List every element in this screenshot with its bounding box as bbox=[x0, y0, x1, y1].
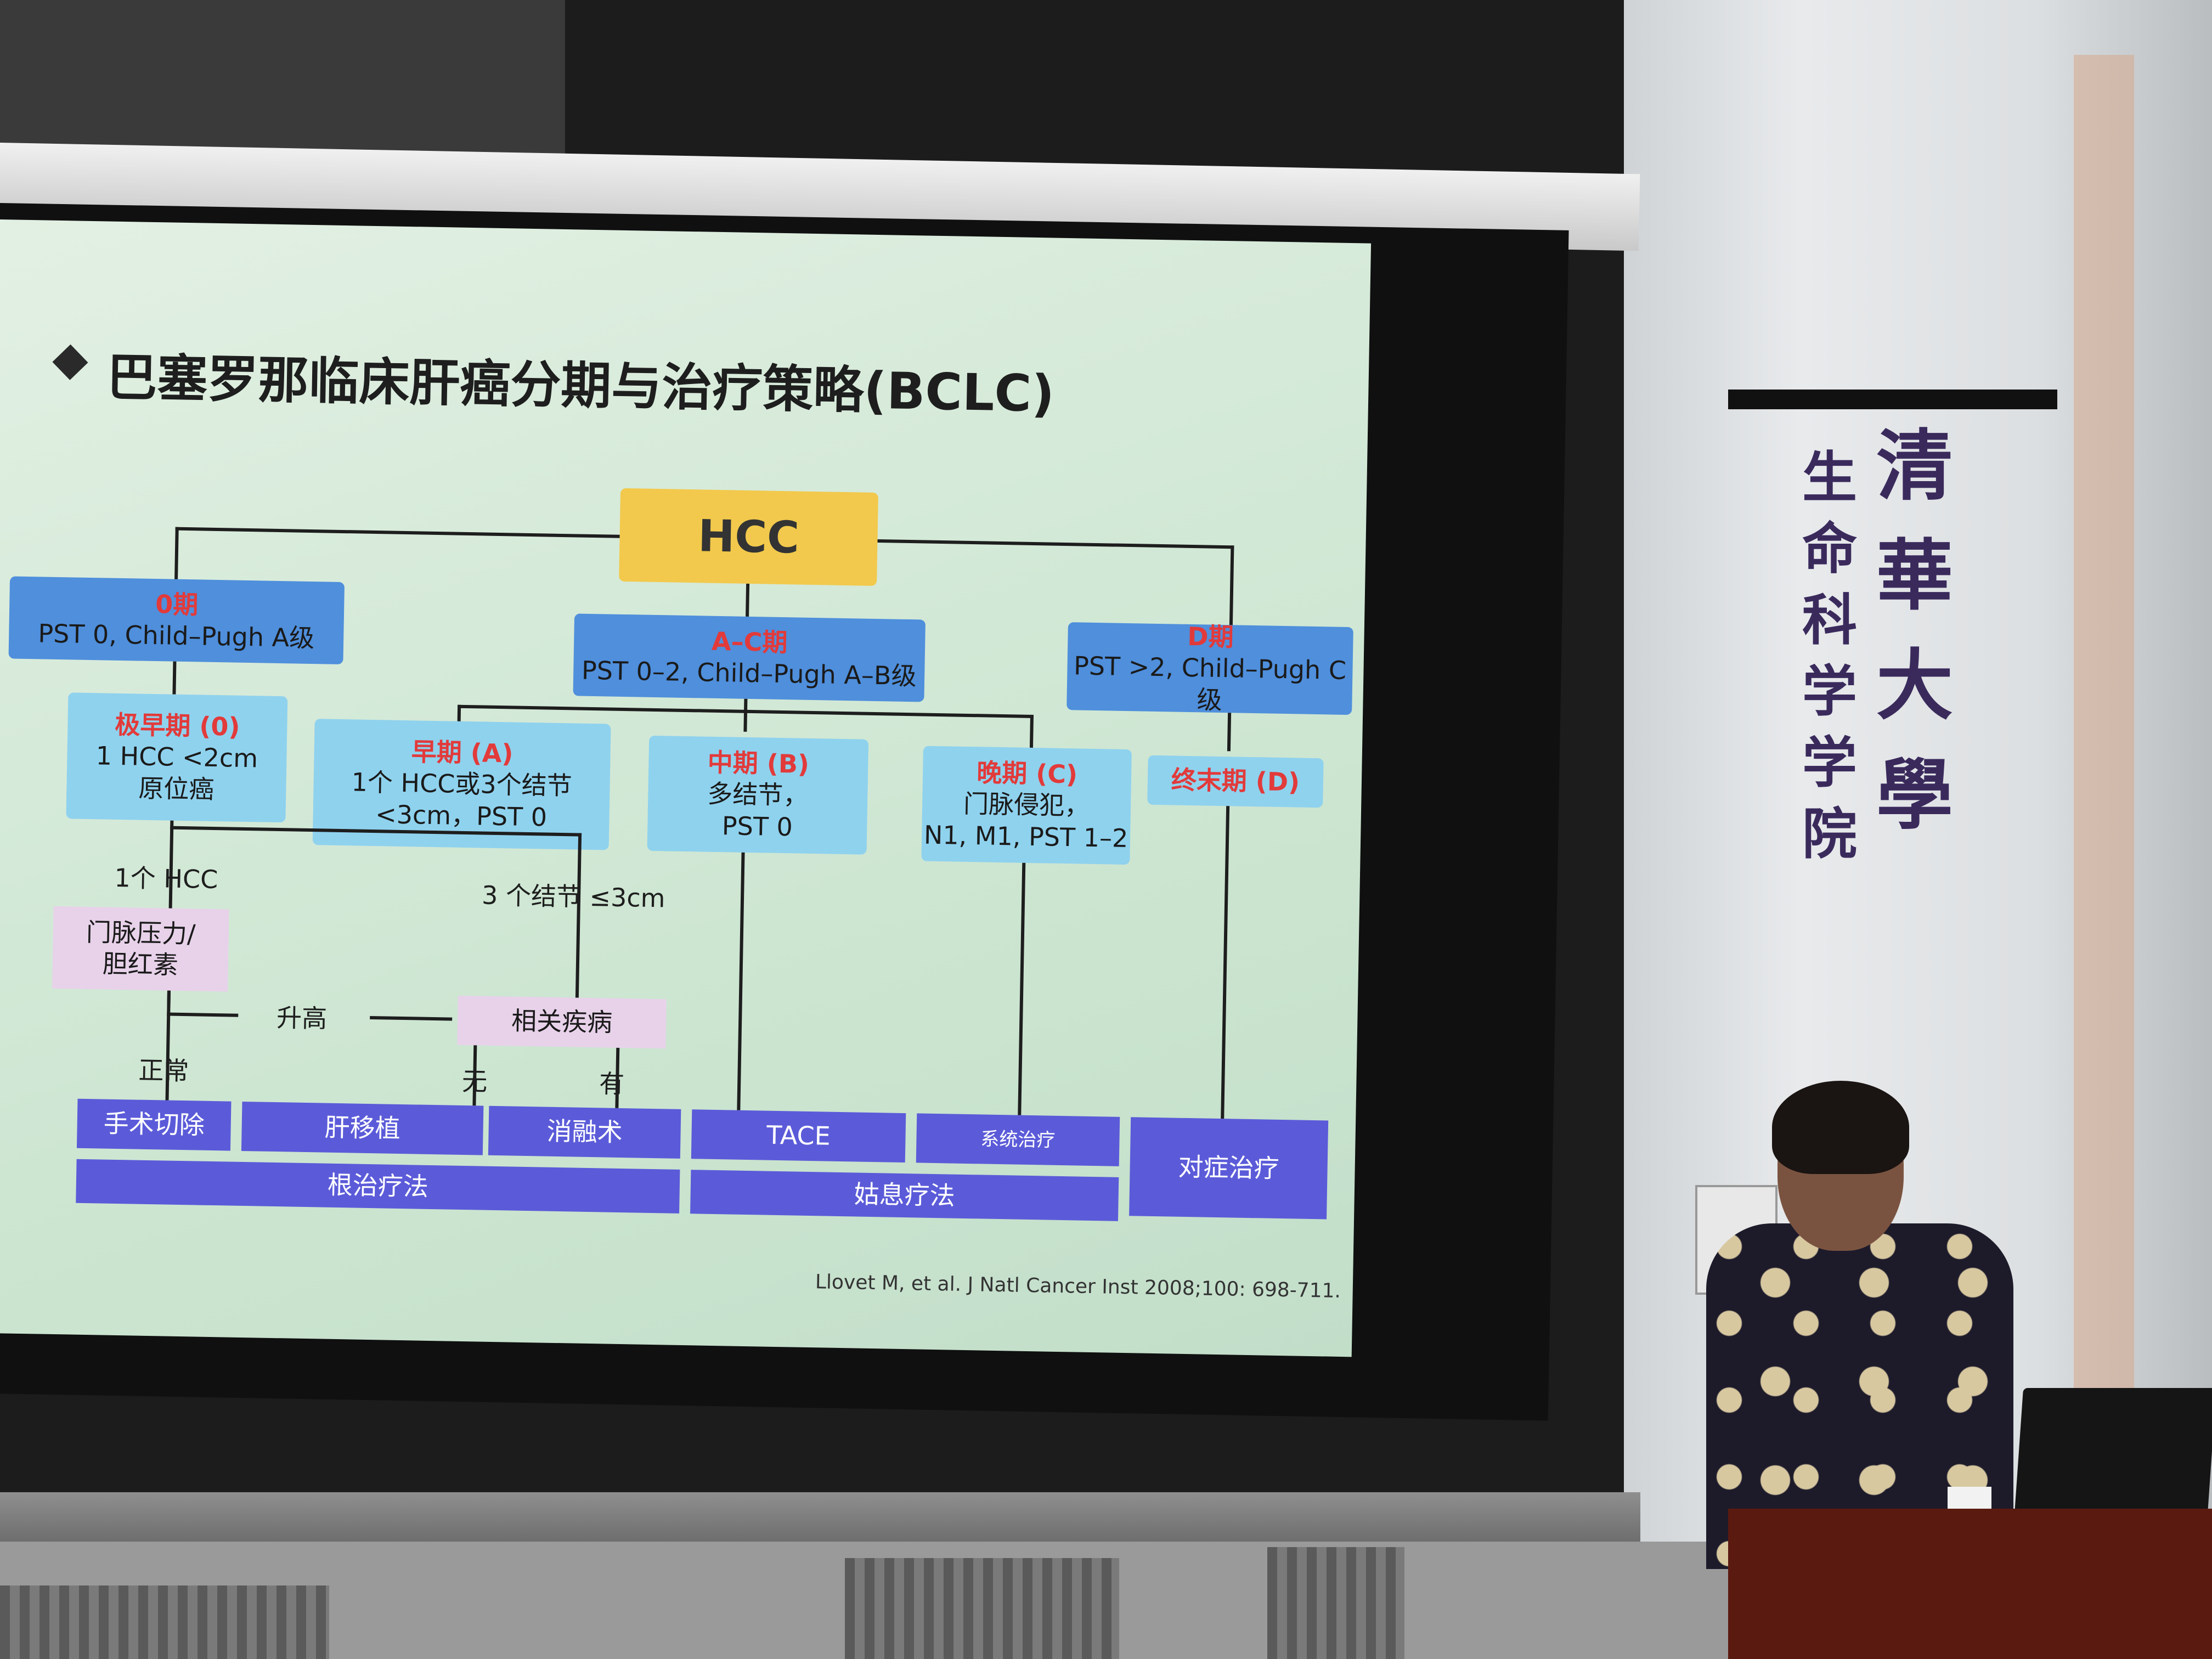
connector bbox=[575, 833, 582, 1020]
terminal-name: 终末期 (D) bbox=[1171, 765, 1300, 797]
stage-0-box: 0期 PST 0, Child–Pugh A级 bbox=[8, 576, 345, 665]
systemic-therapy-box: 系统治疗 bbox=[916, 1113, 1120, 1166]
one-hcc-label: 1个 HCC bbox=[114, 862, 218, 895]
speaker-hair bbox=[1772, 1081, 1909, 1174]
intermediate-name: 中期 (B) bbox=[707, 747, 810, 779]
yes-label: 有 bbox=[599, 1069, 625, 1099]
stage-ac-criteria: PST 0–2, Child–Pugh A–B级 bbox=[581, 655, 917, 691]
connector bbox=[737, 852, 745, 1110]
portal-pressure-line1: 门脉压力/ bbox=[86, 917, 196, 949]
connector bbox=[172, 661, 177, 695]
tace-box: TACE bbox=[691, 1109, 906, 1163]
intermediate-stage-box: 中期 (B) 多结节， PST 0 bbox=[647, 735, 869, 855]
stage-0-name: 0期 bbox=[155, 589, 199, 619]
none-label: 无 bbox=[461, 1066, 488, 1097]
intermediate-line1: 多结节， bbox=[707, 778, 809, 811]
early-line1: 1个 HCC或3个结节 bbox=[351, 767, 573, 801]
sign-char: 清 bbox=[1876, 421, 1954, 511]
transplant-box: 肝移植 bbox=[241, 1101, 484, 1155]
school-sign: 生 命 科 学 学 院 bbox=[1799, 450, 1860, 878]
curative-therapy-bar: 根治疗法 bbox=[76, 1159, 680, 1214]
sign-char: 華 bbox=[1876, 531, 1954, 621]
advanced-name: 晚期 (C) bbox=[976, 757, 1078, 789]
citation: Llovet M, et al. J Natl Cancer Inst 2008… bbox=[815, 1271, 1341, 1302]
sign-char: 命 bbox=[1802, 516, 1857, 581]
connector bbox=[746, 583, 750, 617]
connector bbox=[1029, 714, 1034, 748]
stage-d-criteria: PST >2, Child–Pugh C级 bbox=[1073, 651, 1347, 715]
sign-char: 科 bbox=[1802, 588, 1857, 652]
connector bbox=[167, 1012, 239, 1017]
bullet-icon bbox=[52, 344, 88, 380]
laptop bbox=[2014, 1388, 2212, 1514]
connector bbox=[1227, 713, 1232, 752]
connector bbox=[370, 1015, 453, 1021]
stage-ac-box: A–C期 PST 0–2, Child–Pugh A–B级 bbox=[573, 613, 926, 702]
early-name: 早期 (A) bbox=[411, 736, 514, 769]
sign-char: 学 bbox=[1802, 730, 1857, 795]
slide: 巴塞罗那临床肝癌分期与治疗策略(BCLC) HCC 0期 PST 0, Chil… bbox=[0, 219, 1372, 1357]
connector bbox=[1229, 545, 1234, 628]
very-early-line2: 原位癌 bbox=[138, 773, 215, 804]
connector bbox=[174, 527, 179, 582]
slide-title: 巴塞罗那临床肝癌分期与治疗策略(BCLC) bbox=[106, 348, 1056, 424]
advanced-stage-box: 晚期 (C) 门脉侵犯， N1, M1, PST 1–2 bbox=[921, 746, 1132, 865]
sign-char: 生 bbox=[1802, 445, 1857, 510]
intermediate-line2: PST 0 bbox=[721, 810, 793, 842]
very-early-stage-box: 极早期 (0) 1 HCC <2cm 原位癌 bbox=[66, 692, 288, 823]
associated-disease-box: 相关疾病 bbox=[457, 995, 667, 1049]
very-early-line1: 1 HCC <2cm bbox=[95, 741, 258, 774]
sign-char: 学 bbox=[1802, 659, 1857, 724]
portal-pressure-box: 门脉压力/ 胆红素 bbox=[52, 906, 229, 992]
advanced-line1: 门脉侵犯， bbox=[963, 789, 1090, 821]
ceiling bbox=[0, 0, 565, 159]
connector bbox=[1018, 862, 1026, 1115]
very-early-name: 极早期 (0) bbox=[114, 709, 240, 742]
symptomatic-treatment-box: 对症治疗 bbox=[1129, 1117, 1329, 1220]
palliative-therapy-bar: 姑息疗法 bbox=[690, 1170, 1119, 1221]
connector bbox=[877, 539, 1234, 549]
portal-pressure-line2: 胆红素 bbox=[102, 949, 179, 980]
stage-d-box: D期 PST >2, Child–Pugh C级 bbox=[1066, 622, 1353, 715]
connector bbox=[1221, 806, 1230, 1119]
radiator bbox=[0, 1585, 329, 1659]
normal-label: 正常 bbox=[138, 1055, 189, 1086]
radiator bbox=[845, 1558, 1119, 1659]
ablation-box: 消融术 bbox=[488, 1105, 681, 1159]
stage-0-criteria: PST 0, Child–Pugh A级 bbox=[37, 618, 315, 653]
three-nodules-label: 3 个结节 ≤3cm bbox=[481, 880, 665, 913]
resection-box: 手术切除 bbox=[76, 1098, 232, 1151]
window-frame bbox=[2074, 55, 2134, 1536]
connector bbox=[175, 527, 620, 538]
sign-char: 學 bbox=[1876, 751, 1954, 840]
stage-d-name: D期 bbox=[1187, 621, 1234, 652]
root-node: HCC bbox=[619, 488, 879, 586]
university-sign: 清 華 大 學 bbox=[1876, 428, 1953, 867]
chalk-ledge bbox=[0, 1492, 1640, 1542]
early-line2: <3cm，PST 0 bbox=[375, 799, 548, 832]
connector bbox=[743, 698, 748, 732]
podium bbox=[1728, 1509, 2212, 1659]
advanced-line2: N1, M1, PST 1–2 bbox=[923, 820, 1128, 853]
sign-char: 大 bbox=[1876, 641, 1954, 731]
stage-ac-name: A–C期 bbox=[711, 626, 788, 657]
sign-char: 院 bbox=[1802, 802, 1857, 866]
projection-screen: 巴塞罗那临床肝癌分期与治疗策略(BCLC) HCC 0期 PST 0, Chil… bbox=[0, 203, 1569, 1421]
radiator bbox=[1267, 1547, 1404, 1659]
elevated-label: 升高 bbox=[276, 1003, 328, 1034]
terminal-stage-box: 终末期 (D) bbox=[1147, 755, 1324, 808]
sign-rail bbox=[1728, 390, 2057, 409]
